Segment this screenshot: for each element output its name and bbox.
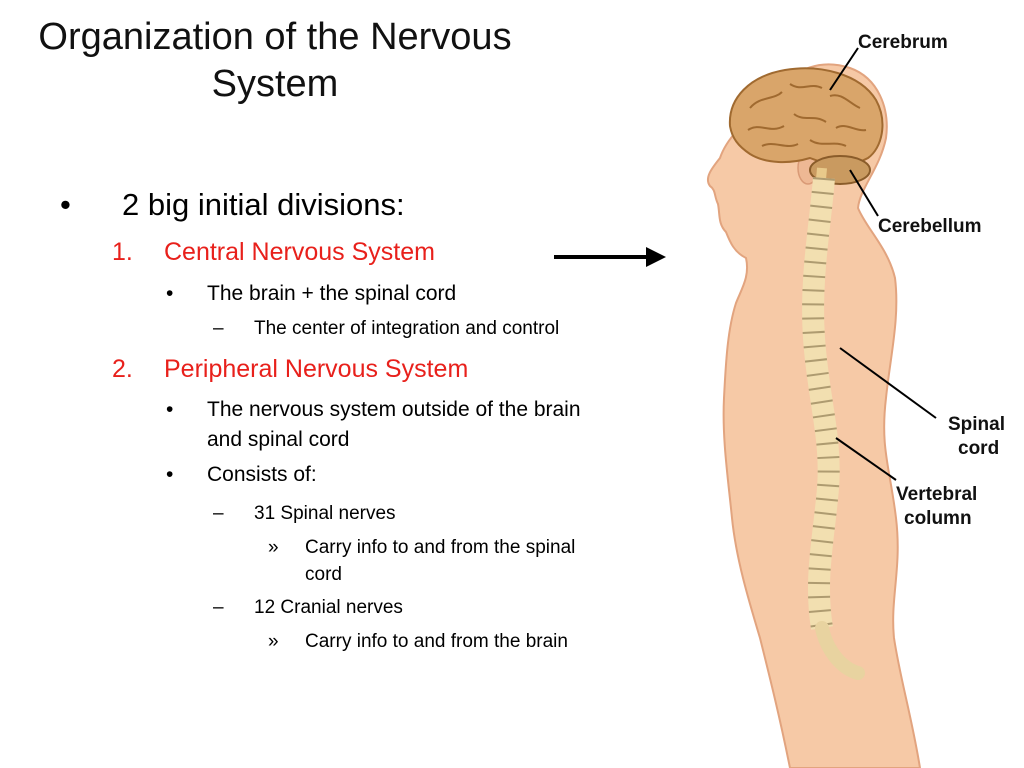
bullet-marker: •: [166, 282, 174, 305]
chevron-marker: »: [268, 537, 279, 558]
label-spinal-cord-line2: cord: [958, 438, 999, 459]
pns-number: 2.: [112, 355, 133, 383]
spinal-nerves: 31 Spinal nerves: [254, 503, 396, 524]
main-bullet-text: 2 big initial divisions:: [122, 187, 405, 222]
slide-title: Organization of the Nervous System: [38, 16, 512, 105]
pns-definition-line2: and spinal cord: [207, 428, 350, 451]
arrow-right-icon: [554, 247, 666, 267]
nervous-system-illustration: Cerebrum Cerebellum Spinal cord Vertebra…: [706, 32, 1005, 768]
dash-marker: –: [213, 503, 224, 524]
chevron-marker: »: [268, 631, 279, 652]
vertebral-column-shape: [802, 177, 865, 680]
dash-marker: –: [213, 318, 224, 339]
label-cerebrum: Cerebrum: [858, 32, 948, 53]
cns-number: 1.: [112, 238, 133, 266]
pns-heading: Peripheral Nervous System: [164, 355, 469, 383]
dash-marker: –: [213, 597, 224, 618]
cns-definition: The brain + the spinal cord: [207, 282, 457, 305]
label-vertebral-line2: column: [904, 508, 972, 529]
spinal-info-line2: cord: [305, 564, 342, 585]
label-spinal-cord-line1: Spinal: [948, 414, 1005, 435]
cranial-nerves: 12 Cranial nerves: [254, 597, 403, 618]
bullet-marker: •: [60, 187, 71, 222]
cerebrum-shape: [728, 67, 884, 166]
label-leader-lines: [829, 47, 937, 481]
brain-folds: [747, 83, 867, 147]
spinal-info-line1: Carry info to and from the spinal: [305, 537, 576, 558]
cranial-info: Carry info to and from the brain: [305, 631, 568, 652]
bullet-marker: •: [166, 398, 174, 421]
bullet-marker: •: [166, 463, 174, 486]
pns-consists: Consists of:: [207, 463, 317, 486]
cns-heading: Central Nervous System: [164, 238, 435, 266]
cns-role: The center of integration and control: [254, 318, 560, 339]
pns-definition-line1: The nervous system outside of the brain: [207, 398, 581, 421]
label-cerebellum: Cerebellum: [878, 216, 981, 237]
label-vertebral-line1: Vertebral: [896, 484, 977, 505]
